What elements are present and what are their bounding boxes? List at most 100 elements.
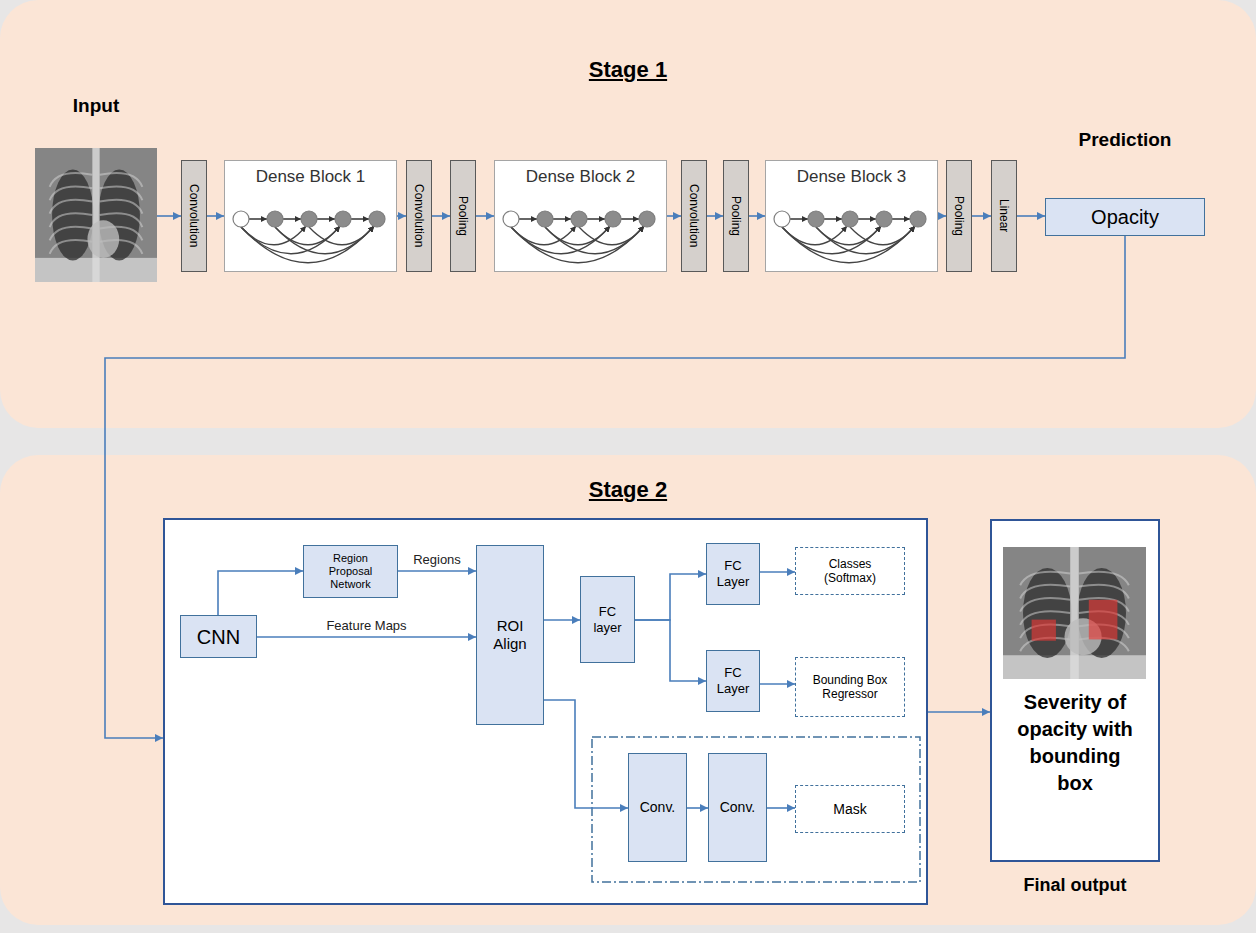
arrow-connector: [635, 620, 706, 681]
annotation-label: Prediction: [1079, 129, 1172, 152]
input-image: Input: [35, 148, 157, 282]
node-text: Convolution: [687, 184, 701, 247]
process-box: Region Proposal Network: [303, 545, 398, 598]
dense-link: [351, 218, 369, 220]
edge-label-slot: Feature Maps: [326, 618, 406, 634]
xray-rib: [50, 213, 93, 227]
dense-layer-dot: [571, 211, 587, 227]
dense-block: Dense Block 1: [224, 160, 397, 272]
xray-rib: [50, 240, 93, 254]
node-text: Linear: [997, 199, 1011, 232]
dense-skip-link: [545, 226, 644, 254]
dense-layer-dot: [537, 211, 553, 227]
arrow-connector: [635, 574, 706, 620]
process-box: Opacity: [1045, 198, 1205, 236]
stage-panel: CNN Region Proposal Network ROI Align FC la…: [0, 455, 1256, 925]
dense-layer-dot: [369, 211, 385, 227]
mask-branch-outline: [592, 737, 920, 882]
dense-layer-dot: [233, 211, 249, 227]
layer-box: Convolution: [681, 160, 707, 272]
edge-label: Regions: [413, 552, 461, 568]
arrow-connector: [397, 215, 406, 217]
dense-layer-dot: [808, 211, 824, 227]
dense-layer-dot: [774, 211, 790, 227]
dense-skip-link: [579, 226, 644, 245]
xray-rib: [50, 186, 93, 200]
layer-box: Convolution: [181, 160, 207, 272]
dense-skip-link: [511, 226, 644, 263]
dense-link: [283, 218, 301, 220]
dense-layer-dot: [639, 211, 655, 227]
stage-panel-fill: [0, 455, 1256, 925]
node-text: FC Layer: [712, 665, 754, 696]
dense-link: [553, 218, 571, 220]
node-text: Bounding Box Regressor: [804, 673, 896, 702]
node-text: CNN: [197, 625, 240, 649]
process-box: ROI Align: [476, 545, 544, 725]
arrow-connector: [760, 571, 795, 573]
node-text: Input: [73, 95, 119, 118]
dense-layer-dot: [335, 211, 351, 227]
dense-block: Dense Block 3: [765, 160, 938, 272]
arrow-connector: [398, 570, 476, 572]
dense-link: [790, 218, 808, 220]
node-text: Region Proposal Network: [316, 552, 385, 592]
label-slot: Final output: [1024, 875, 1127, 897]
edge-label: Feature Maps: [326, 618, 406, 634]
arrow-connector: [476, 215, 494, 217]
xray-background: [1003, 547, 1146, 679]
mask-rcnn-box: CNN Region Proposal Network ROI Align FC la…: [163, 518, 928, 905]
arrow-connector: [544, 619, 580, 621]
xray-rib: [1079, 585, 1129, 599]
xray-rib: [50, 227, 93, 241]
dense-link: [317, 218, 335, 220]
dense-skip-link: [309, 226, 374, 245]
process-box: FC layer: [580, 576, 635, 663]
dense-layer-dot: [842, 211, 858, 227]
layer-box: Linear: [991, 160, 1017, 272]
dense-link: [249, 218, 267, 220]
arrow-connector: [760, 683, 795, 685]
arrow-connector: [1017, 215, 1045, 217]
dense-layer-dot: [910, 211, 926, 227]
opacity-bounding-box: [1089, 600, 1118, 640]
opacity-bounding-box: [1032, 620, 1056, 641]
stage-title: Stage 2: [589, 477, 667, 503]
node-text: Dense Block 2: [526, 167, 636, 187]
node-text: FC Layer: [712, 558, 754, 589]
chest-xray-image: [1003, 547, 1146, 679]
arrow-connector: [938, 215, 946, 217]
dense-link: [892, 218, 910, 220]
arrow-connector: [707, 215, 723, 217]
arrow-connector: [667, 215, 681, 217]
edge-label-slot: Regions: [413, 552, 461, 568]
xray-rib: [100, 186, 143, 200]
node-text: Pooling: [456, 196, 470, 236]
xray-rib: [50, 200, 93, 214]
layer-box: Pooling: [450, 160, 476, 272]
dense-link: [621, 218, 639, 220]
node-text: Pooling: [952, 196, 966, 236]
layer-box: Convolution: [406, 160, 432, 272]
stage-panel: InputConvolutionDense Block 1Convolution…: [0, 0, 1256, 428]
node-text: Convolution: [412, 184, 426, 247]
xray-rib: [1020, 572, 1070, 586]
node-text: Opacity: [1091, 205, 1159, 229]
node-text: Dense Block 3: [797, 167, 907, 187]
output-box: Bounding Box Regressor: [795, 657, 905, 717]
node-text: Conv.: [720, 799, 756, 816]
node-text: Classes (Softmax): [804, 557, 896, 586]
arrow-connector: [432, 215, 450, 217]
stage-title: Stage 1: [589, 57, 667, 83]
node-text: Conv.: [640, 799, 676, 816]
output-box: Mask: [795, 785, 905, 833]
final-output-box: Severity of opacity with bounding box: [990, 519, 1160, 862]
dense-layer-dot: [605, 211, 621, 227]
xray-heart: [87, 220, 119, 258]
arrow-connector: [928, 711, 990, 713]
dense-skip-link: [241, 226, 374, 263]
xray-rib: [1020, 598, 1070, 612]
dense-layer-dot: [301, 211, 317, 227]
layer-box: Pooling: [946, 160, 972, 272]
